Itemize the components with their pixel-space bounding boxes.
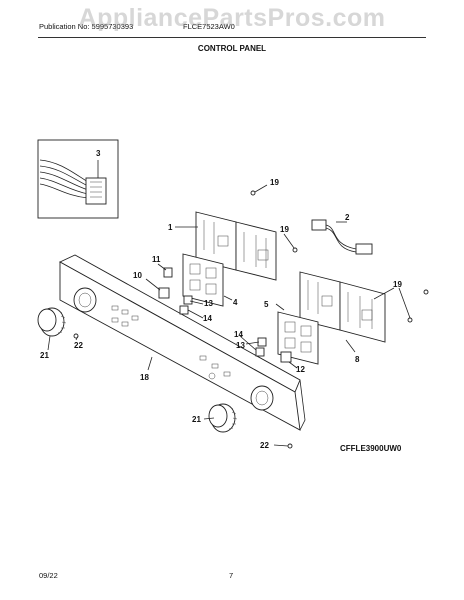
wire-harness-part-2 xyxy=(311,219,373,255)
screw-part-22 xyxy=(287,443,293,449)
leader-lines xyxy=(47,184,411,447)
callout-5: 5 xyxy=(264,300,269,309)
bezel-key xyxy=(189,279,201,291)
callout-22-right: 22 xyxy=(260,441,269,450)
model-number: FLCE7523AW0 xyxy=(183,22,235,31)
button-slot xyxy=(121,321,129,327)
screw-part-19 xyxy=(423,289,429,295)
callout-21-right: 21 xyxy=(192,415,201,424)
page-number: 7 xyxy=(229,571,234,580)
harness-connector xyxy=(85,177,107,205)
button-slot xyxy=(211,363,219,369)
callout-11: 11 xyxy=(152,255,161,264)
button-part-12 xyxy=(280,351,292,363)
knob-grip xyxy=(57,309,67,334)
button-part-14 xyxy=(255,347,265,357)
bezel-key xyxy=(205,283,217,295)
board-bracket-rear xyxy=(339,281,386,343)
callout-19-right: 19 xyxy=(393,280,402,289)
button-slot xyxy=(223,371,231,377)
bezel-key xyxy=(284,321,296,333)
callout-4: 4 xyxy=(233,298,238,307)
harness-plug xyxy=(311,219,327,231)
harness-wire xyxy=(39,183,89,199)
console-end xyxy=(299,379,306,431)
button-part-13 xyxy=(183,295,193,305)
callout-10: 10 xyxy=(133,271,142,280)
harness-wire xyxy=(39,177,89,195)
button-part-10 xyxy=(158,287,170,299)
button-slot xyxy=(111,305,119,311)
callout-13-lower: 13 xyxy=(236,341,245,350)
control-board-lower xyxy=(299,271,386,343)
callout-2: 2 xyxy=(345,213,350,222)
callout-18: 18 xyxy=(140,373,149,382)
header-divider xyxy=(38,37,426,38)
bezel-key xyxy=(300,325,312,337)
board-component xyxy=(361,309,373,321)
board-detail xyxy=(203,220,267,268)
section-title: CONTROL PANEL xyxy=(197,44,267,53)
publication-number: Publication No: 5995730393 xyxy=(39,22,134,31)
callout-13-upper: 13 xyxy=(204,299,213,308)
screw-part-19 xyxy=(250,190,256,196)
callout-22-left: 22 xyxy=(74,341,83,350)
console-panel xyxy=(59,254,306,431)
knob-face xyxy=(37,308,57,332)
knob-recess-inner xyxy=(78,292,92,308)
bezel-key xyxy=(300,341,312,353)
button-slot xyxy=(121,309,129,315)
harness-wire xyxy=(325,224,357,250)
button-bezel-part-5 xyxy=(277,311,319,365)
button-bezel-part-4 xyxy=(182,253,224,307)
screw-part-19 xyxy=(292,247,298,253)
callout-8: 8 xyxy=(355,355,360,364)
indicator-light xyxy=(208,372,216,380)
harness-wire xyxy=(39,165,89,187)
button-slot xyxy=(131,315,139,321)
button-part-14 xyxy=(179,305,189,315)
knob-face xyxy=(208,404,228,428)
button-slot xyxy=(111,317,119,323)
knob-grip xyxy=(228,405,238,430)
harness-wire xyxy=(325,227,357,253)
button-part-13 xyxy=(257,337,267,347)
connector-pins xyxy=(90,181,102,198)
bezel-frame xyxy=(277,311,319,365)
bezel-key xyxy=(284,337,296,349)
board-component xyxy=(217,235,229,247)
model-code: CFFLE3900UW0 xyxy=(340,444,402,453)
button-part-11 xyxy=(163,267,173,278)
button-slot xyxy=(199,355,207,361)
callout-19-top: 19 xyxy=(270,178,279,187)
bezel-key xyxy=(205,267,217,279)
callout-21-left: 21 xyxy=(40,351,49,360)
callout-3: 3 xyxy=(96,149,101,158)
selector-knob-left xyxy=(37,307,67,337)
wire-harness-inset xyxy=(37,139,119,219)
screw-part-19 xyxy=(407,317,413,323)
board-component xyxy=(321,295,333,307)
board-component xyxy=(257,249,269,261)
harness-wire xyxy=(39,159,89,183)
board-detail xyxy=(307,280,373,329)
bezel-frame xyxy=(182,253,224,307)
knob-recess-inner xyxy=(255,390,269,406)
control-board-upper xyxy=(195,211,277,281)
knob-recess-right xyxy=(250,385,274,411)
harness-plug xyxy=(355,243,373,255)
bezel-key xyxy=(189,263,201,275)
callout-14-upper: 14 xyxy=(203,314,212,323)
harness-wire xyxy=(39,171,89,191)
callout-1: 1 xyxy=(168,223,173,232)
selector-knob-right xyxy=(208,403,238,433)
callout-12: 12 xyxy=(296,365,305,374)
footer-date: 09/22 xyxy=(39,571,58,580)
callout-19-middle: 19 xyxy=(280,225,289,234)
callout-14-lower: 14 xyxy=(234,330,243,339)
knob-recess-left xyxy=(73,287,97,313)
